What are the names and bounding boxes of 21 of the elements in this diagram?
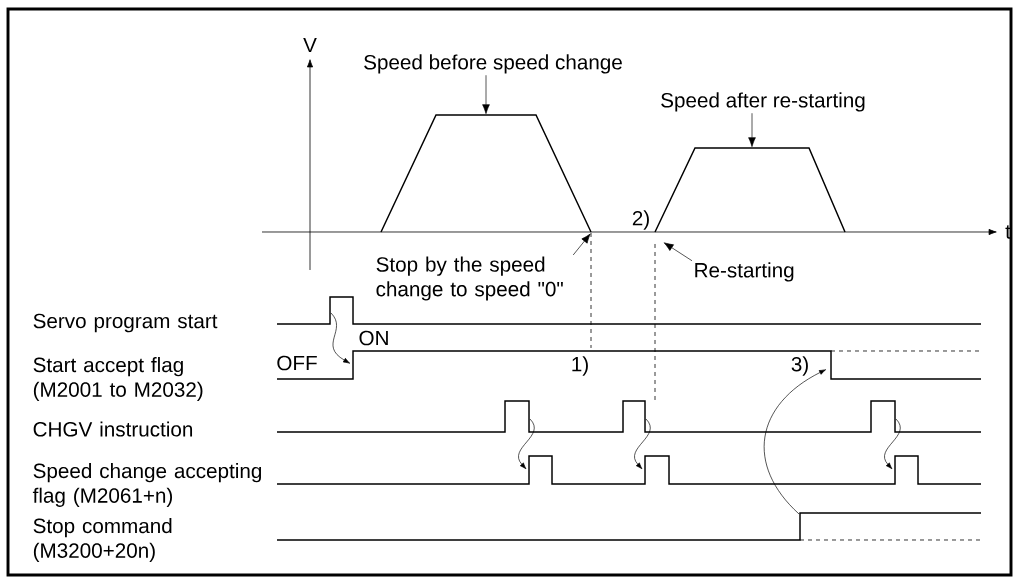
annotation-text: Speed after re-starting	[661, 92, 865, 112]
signal-label: Start accept flag (M2001 to M2032)	[33, 357, 203, 401]
signal-label: Servo program start	[33, 313, 218, 333]
state-label: ON	[359, 330, 388, 346]
signal-label: CHGV instruction	[33, 421, 193, 437]
point-number: 1)	[572, 356, 588, 376]
state-label: OFF	[277, 355, 317, 371]
annotation-text: Speed before speed change	[364, 54, 622, 74]
leader-arrow	[663, 242, 693, 262]
leader-arrow	[572, 233, 591, 256]
leader-arrow	[748, 112, 756, 147]
leader-arrow	[482, 74, 490, 114]
point-number: 2)	[632, 210, 649, 230]
annotation-text: Re-starting	[695, 262, 794, 282]
speed-profile	[654, 147, 846, 233]
signal-label: Stop command (M3200+20n)	[33, 518, 172, 562]
annotation-text: Stop by the speed change to speed "0"	[376, 256, 563, 301]
point-number: 3)	[791, 356, 808, 376]
axis-label: V	[303, 37, 317, 53]
speed-profile	[380, 114, 592, 233]
signal-label: Speed change accepting flag (M2061+n)	[32, 463, 262, 507]
